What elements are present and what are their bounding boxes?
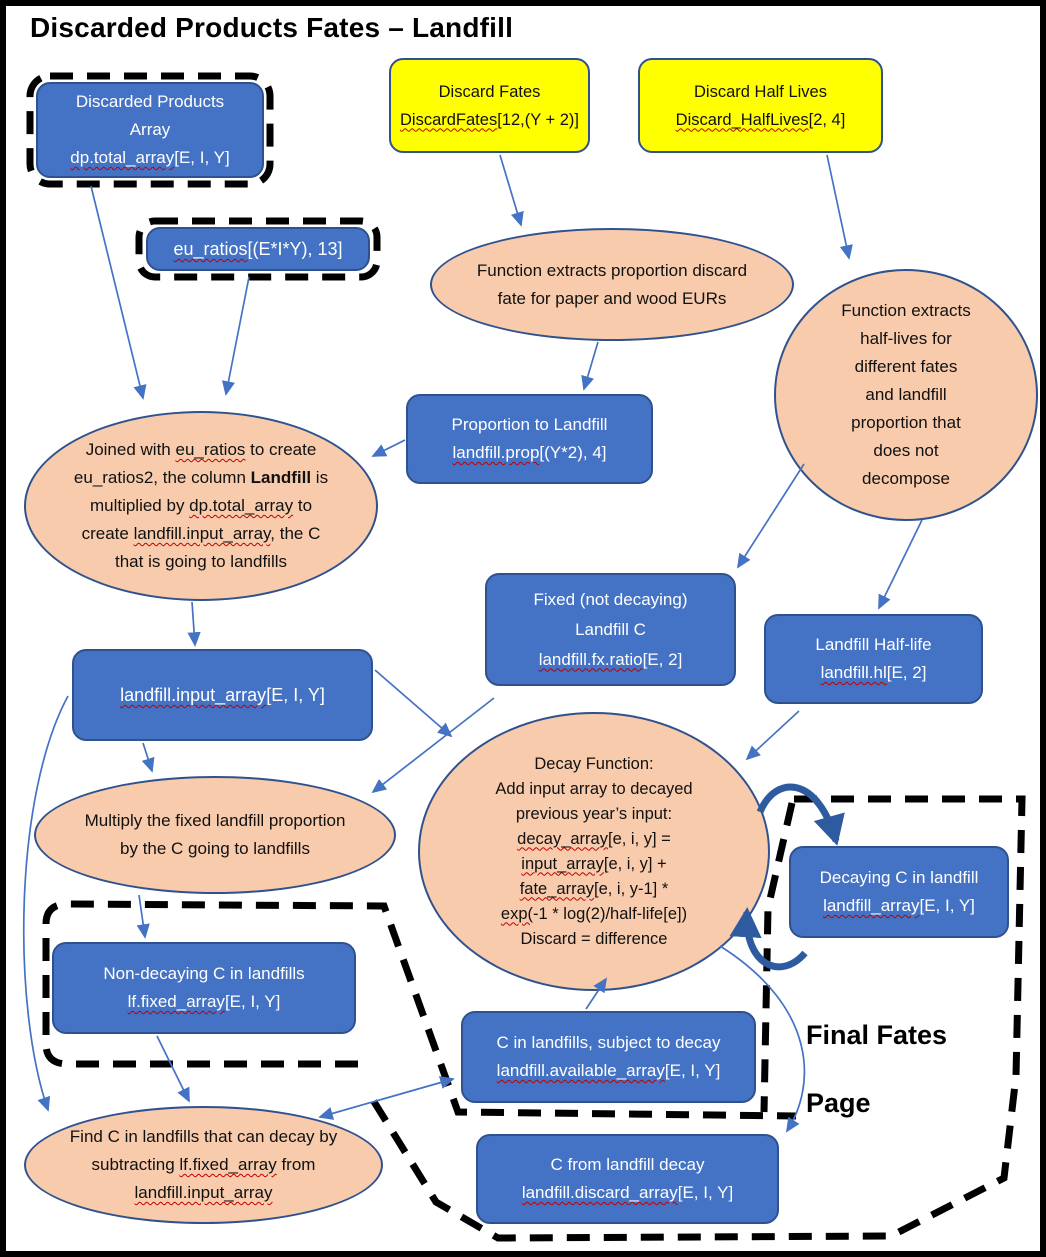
arrow-dp-array-to-joined — [90, 185, 147, 400]
node-eu-ratios: eu_ratios[(E*I*Y), 13] — [146, 227, 370, 271]
page-label: Page — [806, 1088, 871, 1118]
node-landfill-input-array: landfill.input_array[E, I, Y] — [72, 649, 373, 741]
arrow-eu-ratios-to-joined — [221, 276, 250, 396]
arrow-non-decaying-to-find — [156, 1035, 190, 1103]
arrow-proportion-to-joined — [371, 439, 406, 457]
arrow-joined-to-input — [187, 601, 201, 647]
final-fates-label: Final Fates — [806, 1020, 948, 1050]
arrow-half-life-to-decay — [745, 710, 800, 761]
arrow-input-to-multiply — [141, 742, 155, 773]
arrow-find-to-available — [318, 1076, 455, 1120]
node-decay-function: Decay Function:Add input array to decaye… — [418, 712, 770, 991]
arrow-half-lives-to-fn — [826, 154, 853, 260]
arrow-decay-to-decaying-loop — [756, 783, 845, 846]
arrow-discard-fates-to-fn — [499, 154, 524, 227]
arrow-multiply-to-non-decaying — [136, 894, 150, 939]
arrow-input-to-decay — [374, 669, 453, 738]
arrow-fn-to-proportion — [581, 341, 599, 391]
arrow-fn-to-half-life — [878, 519, 923, 610]
arrow-fn-to-fixed — [736, 463, 805, 569]
arrow-input-to-find-curved — [22, 695, 69, 1112]
page-title: Discarded Products Fates – Landfill — [30, 12, 514, 43]
